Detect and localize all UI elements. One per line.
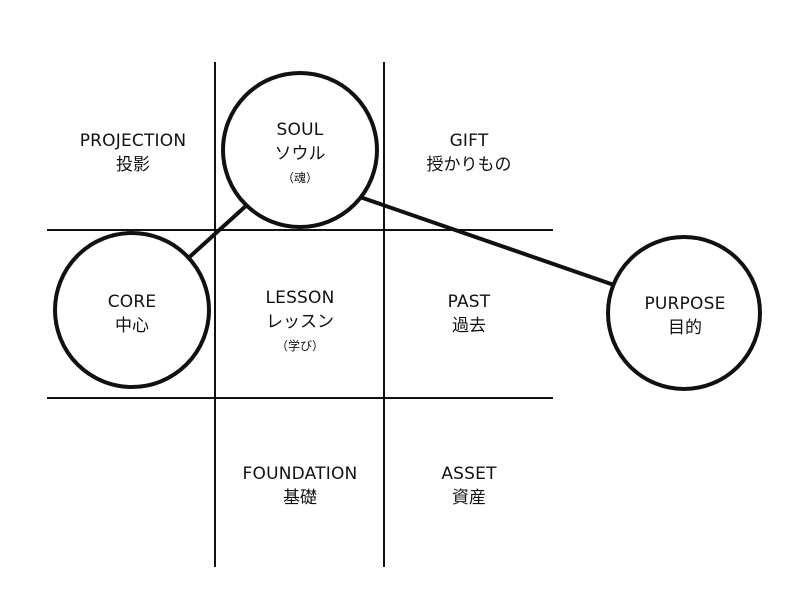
- projection-label-en: PROJECTION: [79, 131, 187, 151]
- cell-purpose: PURPOSE 目的: [600, 292, 770, 340]
- soul-label-jp: ソウル: [274, 144, 326, 164]
- circle-soul: [221, 71, 379, 229]
- cell-gift: GIFT 授かりもの: [384, 129, 554, 177]
- core-label-jp: 中心: [115, 316, 149, 336]
- core-label-en: CORE: [107, 292, 157, 312]
- purpose-label-jp: 目的: [668, 318, 702, 338]
- cell-projection: PROJECTION 投影: [48, 129, 218, 177]
- cell-soul: SOUL ソウル （魂）: [215, 118, 385, 186]
- lesson-label-sub: （学び）: [275, 339, 324, 353]
- foundation-label-jp: 基礎: [283, 488, 317, 508]
- connector-soul-purpose: [356, 194, 615, 287]
- cell-past: PAST 過去: [384, 290, 554, 338]
- lesson-label-jp: レッスン: [266, 312, 334, 332]
- soul-label-sub: （魂）: [281, 171, 318, 185]
- circle-purpose: [606, 235, 762, 391]
- soul-label-en: SOUL: [276, 120, 324, 140]
- circle-core: [53, 231, 211, 389]
- gift-label-en: GIFT: [449, 131, 489, 151]
- asset-label-en: ASSET: [441, 464, 497, 484]
- foundation-label-en: FOUNDATION: [242, 464, 358, 484]
- cell-core: CORE 中心: [47, 290, 217, 338]
- projection-label-jp: 投影: [116, 155, 150, 175]
- cell-asset: ASSET 資産: [384, 462, 554, 510]
- cell-lesson: LESSON レッスン （学び）: [215, 286, 385, 354]
- cell-foundation: FOUNDATION 基礎: [215, 462, 385, 510]
- connector-core-soul: [182, 202, 250, 264]
- past-label-jp: 過去: [452, 316, 486, 336]
- asset-label-jp: 資産: [452, 488, 486, 508]
- lesson-label-en: LESSON: [265, 288, 335, 308]
- gift-label-jp: 授かりもの: [426, 155, 512, 175]
- past-label-en: PAST: [447, 292, 491, 312]
- purpose-label-en: PURPOSE: [644, 294, 726, 314]
